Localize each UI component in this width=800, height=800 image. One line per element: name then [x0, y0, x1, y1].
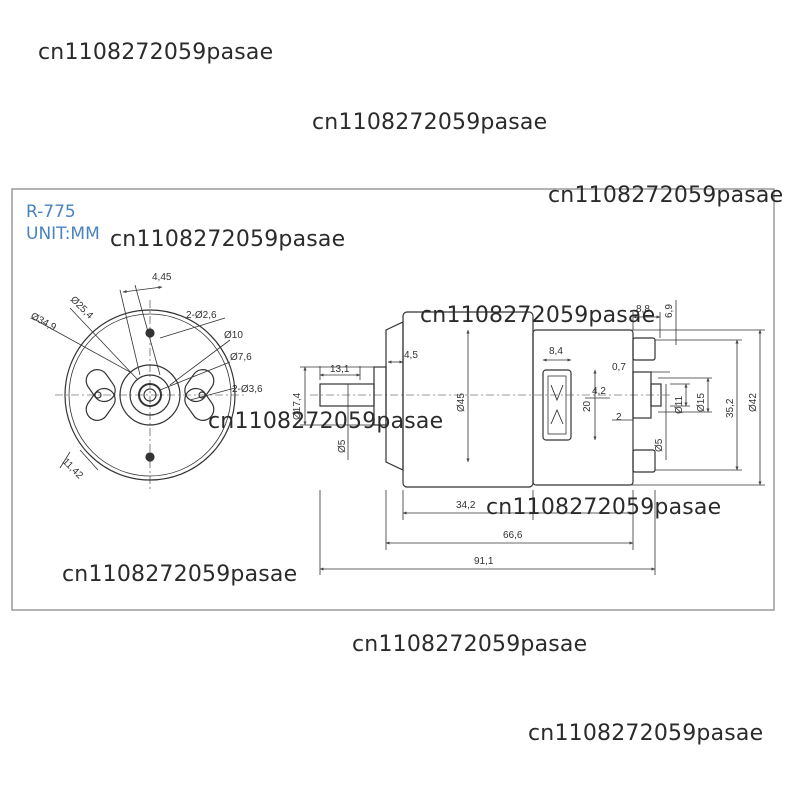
watermark-text: cn1108272059pasae: [208, 409, 444, 434]
dim-d45: Ø45: [456, 393, 467, 412]
vent-slot: [85, 369, 116, 403]
dim-d5-rear: Ø5: [654, 438, 665, 452]
watermark-text: cn1108272059pasae: [420, 303, 656, 328]
dim-d42: Ø42: [748, 393, 759, 412]
brush-window: [542, 369, 572, 441]
dim-d17-4: Ø17,4: [292, 392, 303, 420]
rear-shaft: [650, 383, 662, 407]
dim-13-1: 13,1: [330, 364, 350, 375]
dim-0-7: 0,7: [612, 362, 626, 373]
dim-34-2: 34,2: [456, 500, 476, 511]
watermark-text: cn1108272059pasae: [38, 40, 274, 65]
side-view: [310, 311, 670, 488]
dim-66-6: 66,6: [503, 530, 523, 541]
dim-d5-front: Ø5: [337, 439, 348, 453]
watermark-text: cn1108272059pasae: [486, 495, 722, 520]
watermark-text: cn1108272059pasae: [110, 227, 346, 252]
dim-91-1: 91,1: [474, 556, 494, 567]
dim-8-4: 8,4: [549, 346, 563, 357]
dim-2-d2-6: 2-Ø2,6: [186, 310, 217, 321]
dim-35-2: 35,2: [725, 398, 736, 418]
dim-d11: Ø11: [674, 395, 685, 414]
dim-d7-6: Ø7,6: [230, 352, 252, 363]
dim-d15: Ø15: [696, 393, 707, 412]
watermark-text: cn1108272059pasae: [352, 632, 588, 657]
front-view: [31, 284, 245, 490]
terminal-top: [632, 337, 656, 361]
drawing-frame: [11, 188, 775, 611]
dim-2-d3-6: 2-Ø3,6: [232, 384, 263, 395]
dim-6-9: 6,9: [664, 304, 675, 318]
dim-8-8: 8,8: [636, 304, 650, 315]
vent-slot: [184, 369, 215, 403]
unit-label: UNIT:MM: [26, 224, 100, 244]
watermark-text: cn1108272059pasae: [528, 721, 764, 746]
watermark-text: cn1108272059pasae: [312, 110, 548, 135]
model-title: R-775: [26, 202, 76, 222]
vent-slot: [85, 387, 116, 421]
dim-4-45: 4,45: [152, 272, 172, 283]
dim-4-2: 4,2: [592, 386, 606, 397]
dim-d10: Ø10: [224, 330, 243, 341]
dim-4-5: 4,5: [404, 350, 418, 361]
watermark-text: cn1108272059pasae: [62, 562, 298, 587]
dim-20: 20: [582, 400, 593, 412]
watermark-text: cn1108272059pasae: [548, 183, 784, 208]
terminal-bottom: [632, 449, 656, 473]
dim-2: 2: [616, 412, 622, 423]
vent-slot: [184, 387, 215, 421]
